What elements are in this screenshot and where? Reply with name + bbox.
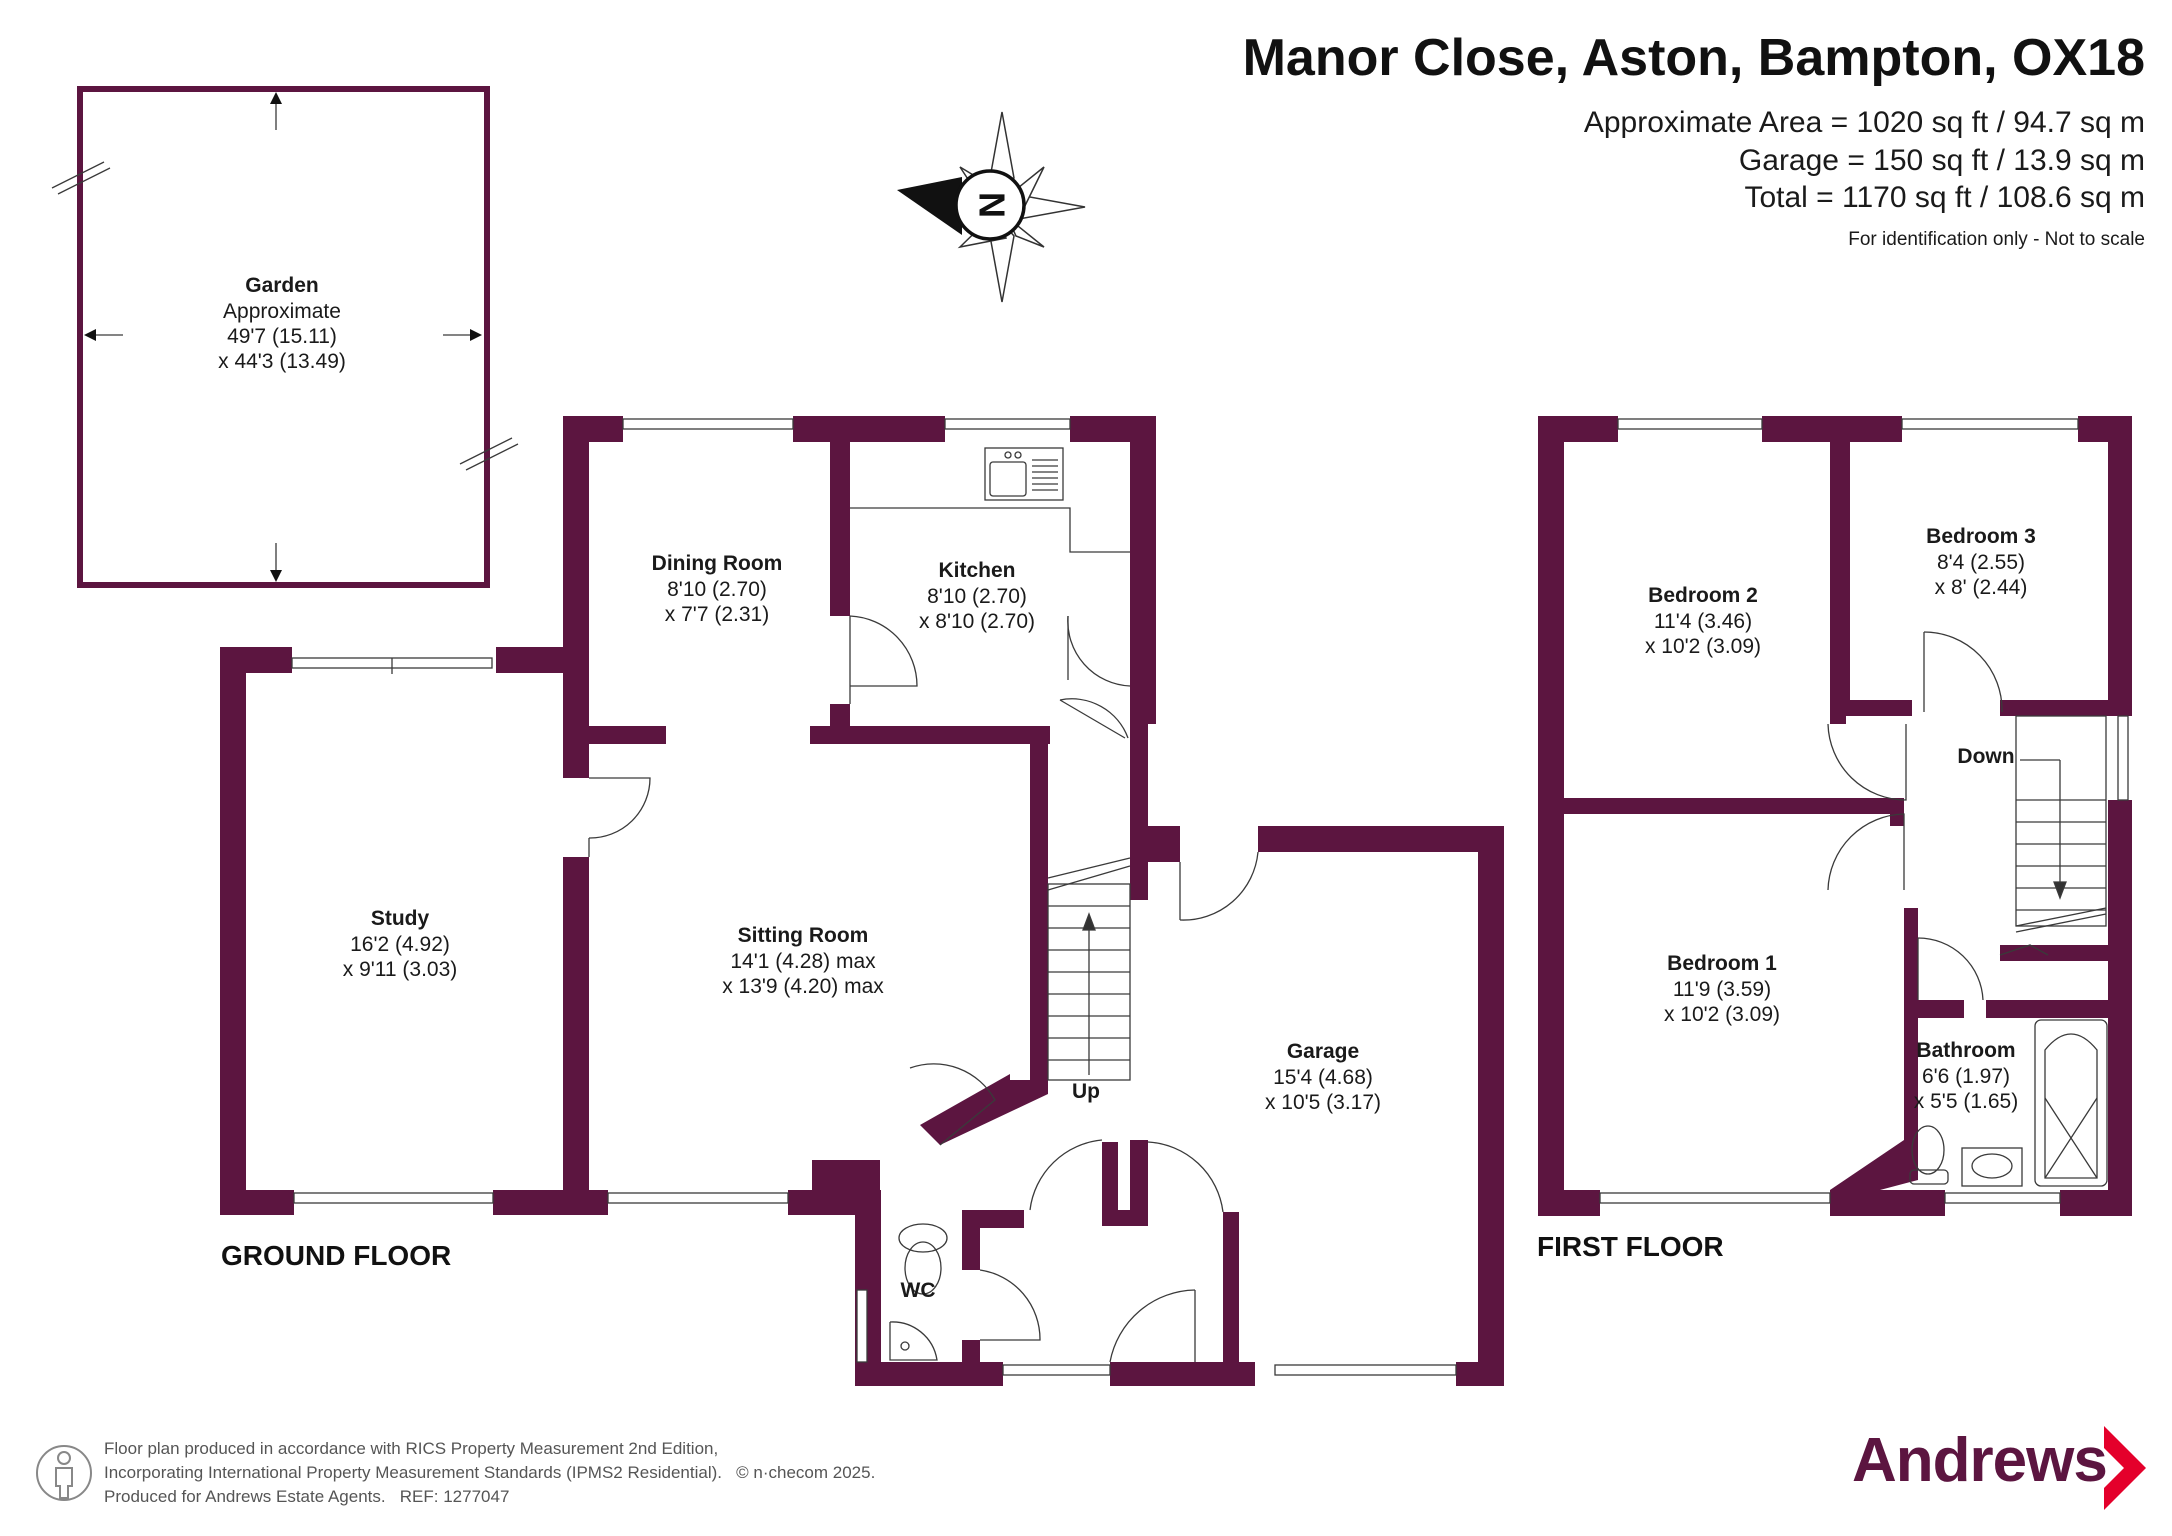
- dining-room-dim-2: x 7'7 (2.31): [665, 603, 769, 626]
- sitting-room-name: Sitting Room: [738, 924, 869, 947]
- room-labels: Dining Room 8'10 (2.70) x 7'7 (2.31) Kit…: [343, 525, 2036, 1302]
- bedroom-2-name: Bedroom 2: [1648, 584, 1758, 607]
- compass-north-letter: N: [971, 192, 1012, 218]
- bedroom-1-dim-1: 11'9 (3.59): [1673, 978, 1771, 1001]
- garden-line-2: 49'7 (15.11): [227, 325, 337, 348]
- sitting-room-dim-2: x 13'9 (4.20) max: [722, 975, 884, 998]
- scale-note: For identification only - Not to scale: [1848, 229, 2145, 250]
- approximate-area: Approximate Area = 1020 sq ft / 94.7 sq …: [1583, 106, 2145, 139]
- property-address: Manor Close, Aston, Bampton, OX18: [1242, 29, 2145, 87]
- garden-line-1: Approximate: [223, 300, 341, 323]
- bedroom-3-dim-2: x 8' (2.44): [1935, 576, 2028, 599]
- ground-floor-windows: [291, 418, 1457, 1376]
- footer-line-2: Incorporating International Property Mea…: [104, 1463, 876, 1482]
- dining-room-name: Dining Room: [652, 552, 783, 575]
- dining-room-dim-1: 8'10 (2.70): [667, 578, 767, 601]
- kitchen-dim-1: 8'10 (2.70): [927, 585, 1027, 608]
- study-dim-1: 16'2 (4.92): [350, 933, 450, 956]
- first-floor-walls: [1538, 416, 2132, 1216]
- ground-floor-doors: [588, 447, 1259, 1363]
- chevron-logo-icon: [2104, 1426, 2146, 1510]
- stairs-up-label: Up: [1072, 1080, 1100, 1103]
- total-area: Total = 1170 sq ft / 108.6 sq m: [1744, 181, 2145, 214]
- brand-logo-text: Andrews: [1852, 1426, 2108, 1495]
- garage-area: Garage = 150 sq ft / 13.9 sq m: [1738, 144, 2145, 177]
- garden-line-3: x 44'3 (13.49): [218, 350, 346, 373]
- bathroom-dim-2: x 5'5 (1.65): [1914, 1090, 2018, 1113]
- kitchen-dim-2: x 8'10 (2.70): [919, 610, 1035, 633]
- bedroom-2-dim-1: 11'4 (3.46): [1654, 610, 1752, 633]
- garden-title: Garden: [245, 274, 319, 297]
- ground-floor-label: GROUND FLOOR: [221, 1240, 451, 1271]
- garage-dim-1: 15'4 (4.68): [1273, 1066, 1373, 1089]
- bedroom-1-name: Bedroom 1: [1667, 952, 1777, 975]
- sitting-room-dim-1: 14'1 (4.28) max: [730, 950, 876, 973]
- wc-name: WC: [901, 1279, 936, 1302]
- first-floor-windows: [1599, 418, 2129, 1204]
- bathroom-name: Bathroom: [1916, 1039, 2015, 1062]
- bedroom-3-name: Bedroom 3: [1926, 525, 2036, 548]
- footer-notes: Floor plan produced in accordance with R…: [104, 1437, 875, 1509]
- stairs-down-label: Down: [1957, 745, 2014, 768]
- garage-dim-2: x 10'5 (3.17): [1265, 1091, 1381, 1114]
- footer-line-3: Produced for Andrews Estate Agents. REF:…: [104, 1487, 510, 1506]
- first-floor-label: FIRST FLOOR: [1537, 1231, 1724, 1262]
- study-dim-2: x 9'11 (3.03): [343, 958, 458, 981]
- person-icon: [36, 1445, 92, 1501]
- garden-outline: [51, 86, 519, 588]
- compass-rose-icon: N: [897, 111, 1086, 303]
- garage-name: Garage: [1287, 1040, 1359, 1063]
- bedroom-3-dim-1: 8'4 (2.55): [1937, 551, 2025, 574]
- bedroom-2-dim-2: x 10'2 (3.09): [1645, 635, 1761, 658]
- bathroom-dim-1: 6'6 (1.97): [1922, 1065, 2010, 1088]
- kitchen-name: Kitchen: [938, 559, 1015, 582]
- bedroom-1-dim-2: x 10'2 (3.09): [1664, 1003, 1780, 1026]
- first-floor-doors: [1827, 631, 2108, 1187]
- footer-line-1: Floor plan produced in accordance with R…: [104, 1439, 719, 1458]
- study-name: Study: [371, 907, 430, 930]
